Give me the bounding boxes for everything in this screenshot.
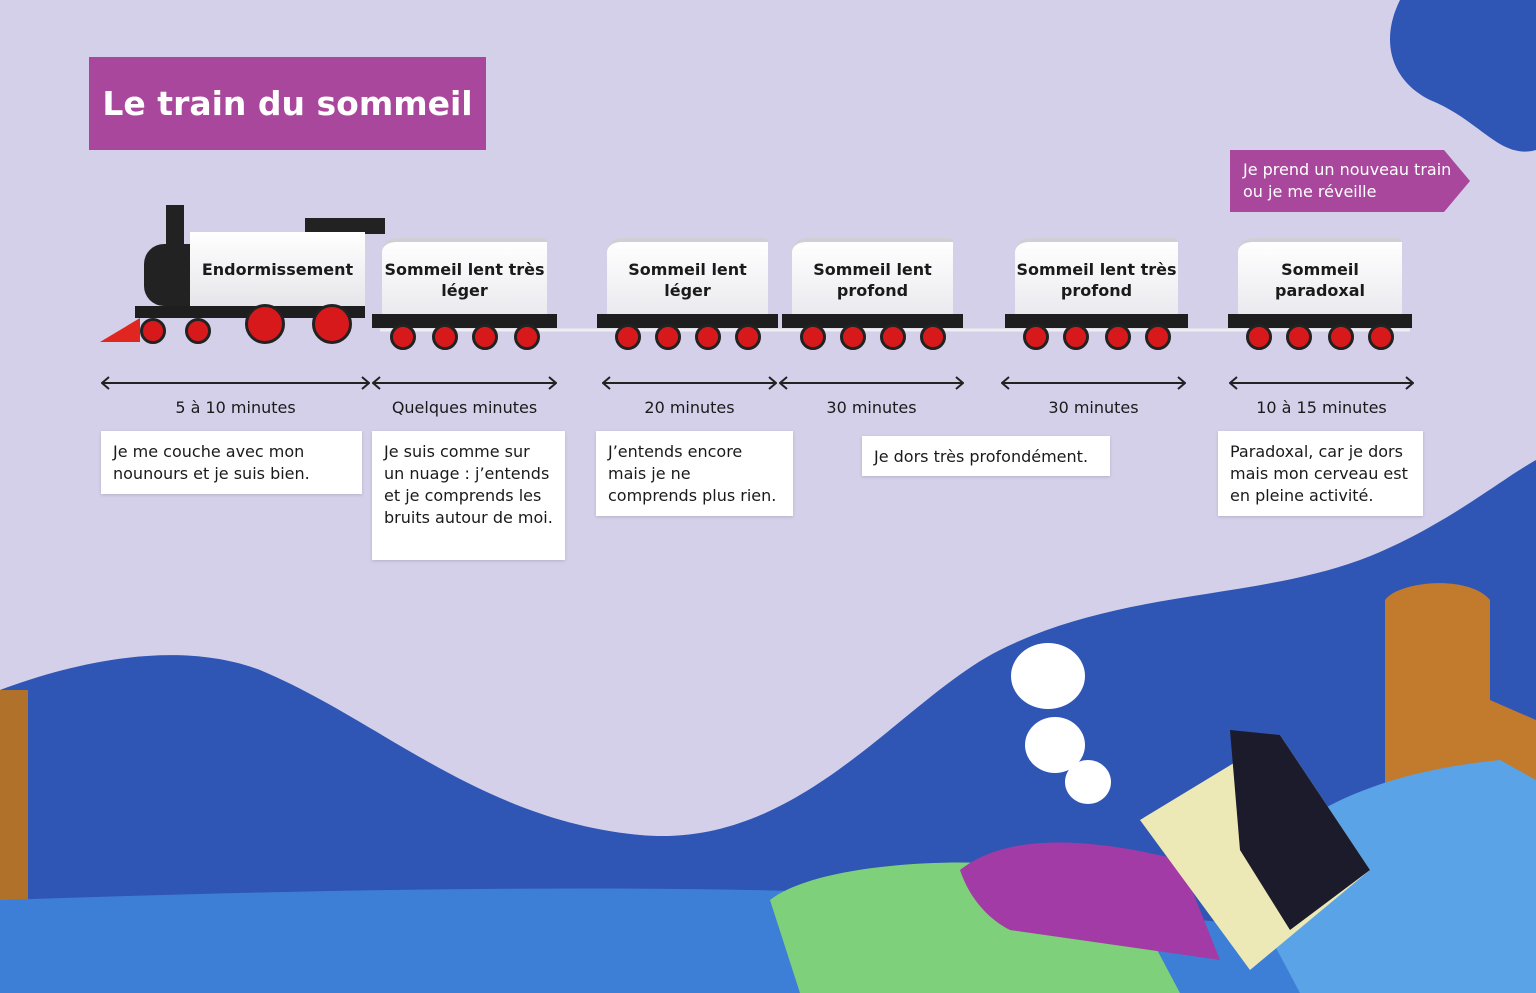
wheel bbox=[432, 324, 458, 350]
wheel bbox=[695, 324, 721, 350]
car-sommeil-lent-leger: Sommeil lent léger bbox=[597, 238, 778, 350]
chassis bbox=[372, 314, 557, 328]
wheel bbox=[1145, 324, 1171, 350]
description-box: Je me couche avec mon nounours et je sui… bbox=[101, 431, 362, 494]
wheel bbox=[1063, 324, 1089, 350]
description-box: J’entends encore mais je ne comprends pl… bbox=[596, 431, 793, 516]
locomotive: Endormissement bbox=[100, 200, 385, 346]
wheel bbox=[1286, 324, 1312, 350]
cab-roof bbox=[305, 218, 385, 234]
wheel bbox=[1246, 324, 1272, 350]
wheel bbox=[245, 304, 285, 344]
dream-bubble bbox=[1025, 717, 1085, 773]
wheel bbox=[1328, 324, 1354, 350]
wheel bbox=[800, 324, 826, 350]
boiler: Endormissement bbox=[190, 232, 365, 306]
next-train-label: Je prend un nouveau train ou je me révei… bbox=[1243, 160, 1452, 201]
bed-frame-left bbox=[0, 690, 28, 920]
wheel bbox=[880, 324, 906, 350]
chassis bbox=[782, 314, 963, 328]
chimney bbox=[166, 205, 184, 250]
top-right-wave bbox=[1390, 0, 1536, 152]
dream-bubble bbox=[1011, 643, 1085, 709]
wheel bbox=[472, 324, 498, 350]
cowcatcher bbox=[100, 318, 140, 342]
wheel bbox=[735, 324, 761, 350]
duration-label: 20 minutes bbox=[644, 398, 735, 417]
description-box: Paradoxal, car je dors mais mon cerveau … bbox=[1218, 431, 1423, 516]
duration-arrow bbox=[602, 376, 777, 390]
next-train-banner: Je prend un nouveau train ou je me révei… bbox=[1230, 150, 1470, 212]
page-title: Le train du sommeil bbox=[89, 57, 486, 150]
chassis bbox=[1005, 314, 1188, 328]
wheel bbox=[514, 324, 540, 350]
wheel bbox=[312, 304, 352, 344]
duration-arrow bbox=[1001, 376, 1186, 390]
arrow-banner-icon bbox=[1230, 150, 1470, 212]
car-label: Sommeil paradoxal bbox=[1238, 238, 1402, 318]
wheel bbox=[185, 318, 211, 344]
car-sommeil-lent-tres-leger: Sommeil lent très léger bbox=[372, 238, 557, 350]
car-label: Sommeil lent très profond bbox=[1015, 238, 1178, 318]
sleeper-hair bbox=[1230, 730, 1370, 930]
chassis bbox=[1228, 314, 1412, 328]
car-label: Sommeil lent léger bbox=[607, 238, 768, 318]
wheel bbox=[655, 324, 681, 350]
duration-label: 30 minutes bbox=[826, 398, 917, 417]
description-box: Je suis comme sur un nuage : j’entends e… bbox=[372, 431, 565, 560]
boiler-front bbox=[144, 244, 194, 306]
wheel bbox=[140, 318, 166, 344]
duration-arrow bbox=[101, 376, 370, 390]
wheel bbox=[1023, 324, 1049, 350]
sleeper-body bbox=[960, 842, 1220, 960]
duration-arrow bbox=[372, 376, 557, 390]
car-label: Sommeil lent profond bbox=[792, 238, 953, 318]
dream-bubble bbox=[1065, 760, 1111, 804]
wheel bbox=[615, 324, 641, 350]
car-label: Sommeil lent très léger bbox=[382, 238, 547, 318]
duration-label: 30 minutes bbox=[1048, 398, 1139, 417]
car-sommeil-lent-tres-profond: Sommeil lent très profond bbox=[1005, 238, 1188, 350]
wheel bbox=[1368, 324, 1394, 350]
duration-label: 10 à 15 minutes bbox=[1256, 398, 1387, 417]
duration-arrow bbox=[779, 376, 964, 390]
wheel bbox=[840, 324, 866, 350]
car-sommeil-paradoxal: Sommeil paradoxal bbox=[1228, 238, 1412, 350]
duration-arrow bbox=[1229, 376, 1414, 390]
wheel bbox=[1105, 324, 1131, 350]
chassis bbox=[597, 314, 778, 328]
duration-label: 5 à 10 minutes bbox=[175, 398, 296, 417]
car-sommeil-lent-profond: Sommeil lent profond bbox=[782, 238, 963, 350]
duration-label: Quelques minutes bbox=[391, 398, 538, 417]
description-box: Je dors très profondément. bbox=[862, 436, 1110, 476]
wheel bbox=[920, 324, 946, 350]
wheel bbox=[390, 324, 416, 350]
